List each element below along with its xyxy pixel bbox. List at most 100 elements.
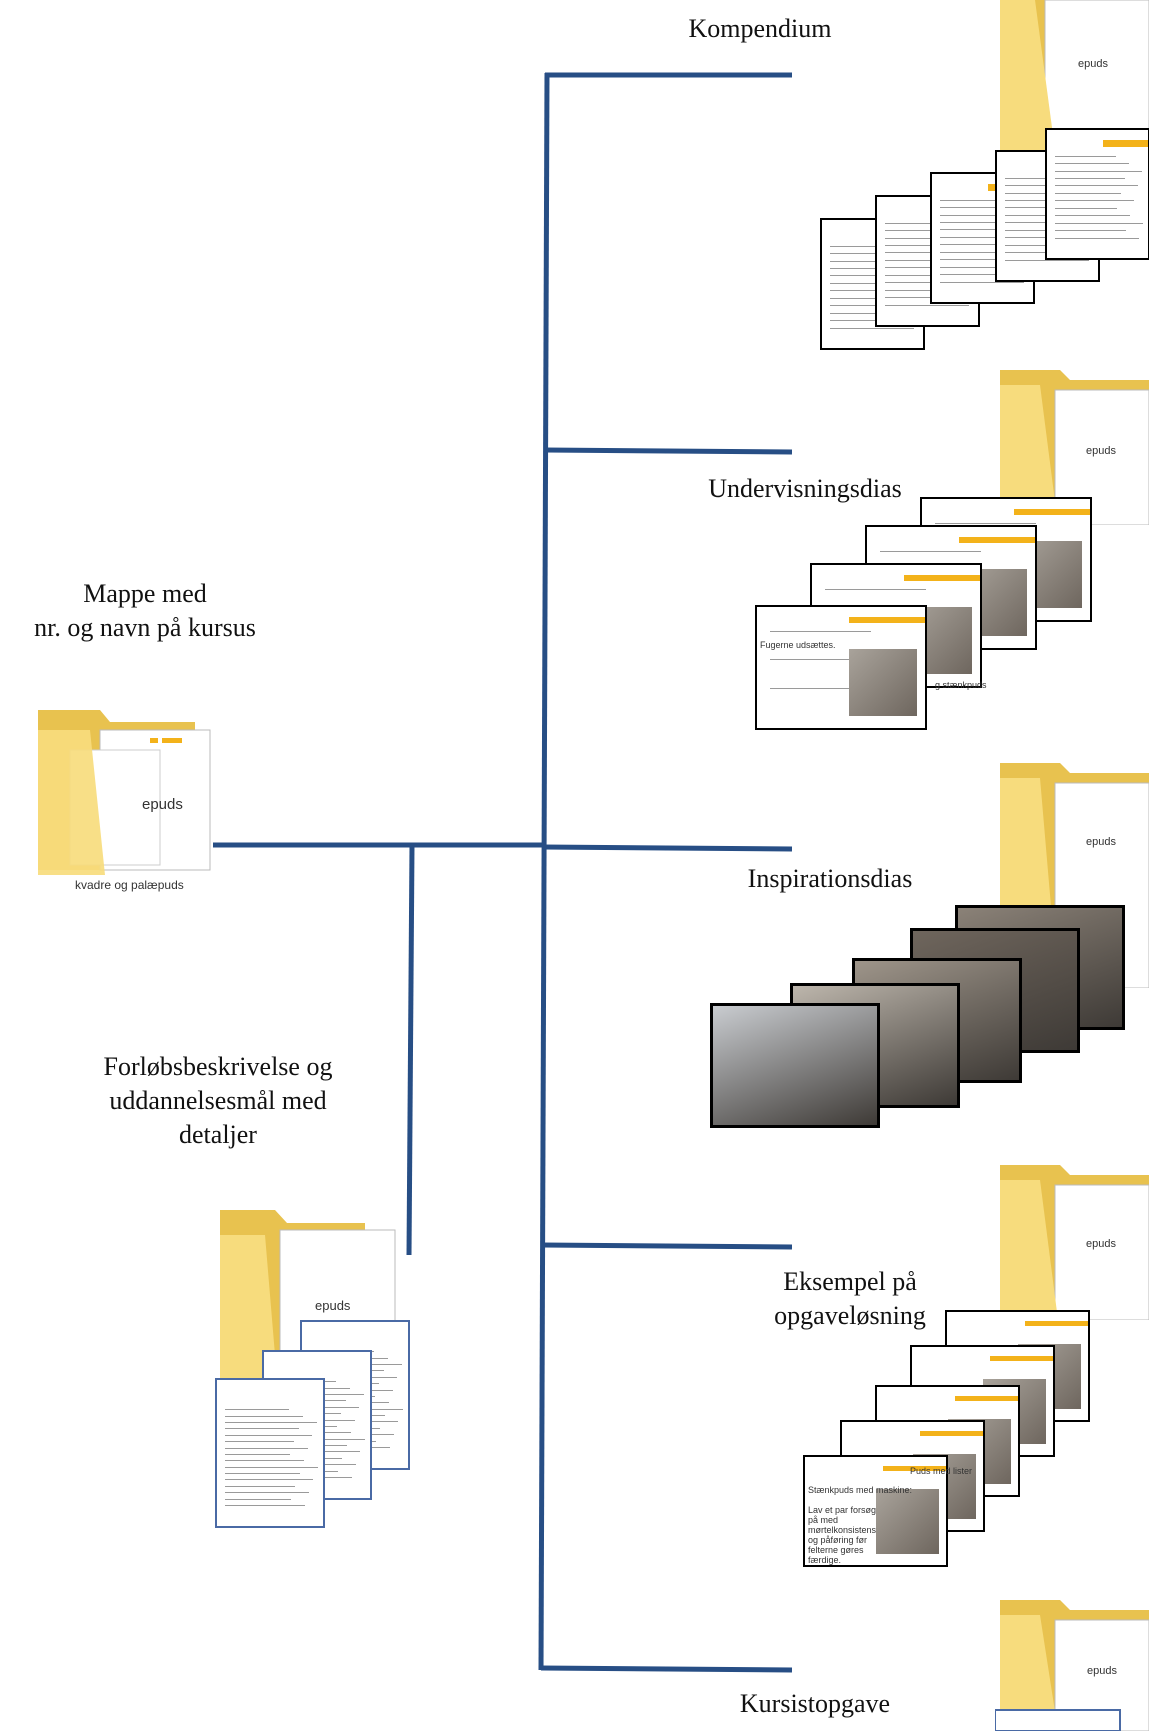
text-line bbox=[225, 1434, 313, 1436]
text-line bbox=[830, 327, 914, 329]
branch-label-line: opgaveløsning bbox=[774, 1301, 926, 1330]
text-line bbox=[225, 1492, 310, 1494]
folder-tab-text: epuds bbox=[1087, 1665, 1117, 1677]
photo-thumbnail bbox=[875, 1489, 939, 1555]
header-bar bbox=[882, 1465, 946, 1472]
text-line bbox=[885, 282, 960, 284]
description-connector bbox=[406, 844, 415, 1256]
branch-label-line: Kompendium bbox=[688, 14, 832, 43]
text-line bbox=[940, 274, 1011, 276]
folder-tab-text: epuds bbox=[142, 796, 183, 813]
text-line bbox=[225, 1460, 304, 1462]
text-line bbox=[1005, 185, 1079, 187]
text-line bbox=[225, 1498, 292, 1500]
text-line bbox=[225, 1485, 296, 1487]
branch-inspirationsdias bbox=[542, 844, 793, 852]
text-line bbox=[1005, 259, 1089, 261]
header-bar bbox=[1024, 1320, 1088, 1327]
folder-icon bbox=[38, 710, 211, 875]
undervisningsdias-folder-icon[interactable]: epuds bbox=[1000, 365, 1149, 526]
folder-tab-text: epuds bbox=[1078, 58, 1108, 70]
slide-body-text: Lav et par forsøg på med mørtelkonsisten… bbox=[808, 1505, 877, 1565]
text-line bbox=[885, 252, 968, 254]
text-line bbox=[1055, 207, 1117, 209]
folder-tab-text: epuds bbox=[315, 1298, 351, 1313]
text-line bbox=[770, 687, 915, 689]
text-line bbox=[940, 266, 1028, 268]
text-line bbox=[1005, 229, 1067, 231]
text-line bbox=[940, 207, 1014, 209]
description-label-line: uddannelsesmål med bbox=[109, 1086, 327, 1115]
branch-label-kursistopgave: Kursistopgave bbox=[700, 1687, 930, 1721]
text-line bbox=[1055, 163, 1129, 165]
folder-icon bbox=[1000, 370, 1149, 526]
text-line bbox=[770, 631, 872, 633]
text-line bbox=[940, 222, 1010, 223]
text-line bbox=[830, 320, 901, 322]
text-line bbox=[830, 268, 900, 269]
header-bar bbox=[989, 1355, 1053, 1362]
text-line bbox=[885, 304, 969, 306]
header-bar bbox=[1102, 140, 1148, 147]
text-line bbox=[885, 297, 956, 299]
text-line bbox=[1055, 230, 1126, 232]
text-line bbox=[830, 297, 892, 299]
root-label-line: Mappe med bbox=[83, 579, 207, 608]
text-line bbox=[1055, 170, 1142, 172]
text-line bbox=[830, 253, 904, 255]
text-line bbox=[885, 222, 946, 224]
kompendium-folder-icon[interactable]: epuds bbox=[1000, 0, 1149, 151]
text-line bbox=[830, 312, 918, 314]
eksempel-folder-icon[interactable]: epuds bbox=[1000, 1160, 1149, 1321]
text-line bbox=[885, 289, 973, 291]
text-line bbox=[1055, 192, 1121, 194]
folder-icon bbox=[1000, 1165, 1149, 1321]
header-bar bbox=[849, 616, 925, 623]
header-bar bbox=[1014, 508, 1090, 515]
course-folder-icon[interactable]: epuds kvadre og palæpuds bbox=[30, 700, 215, 900]
text-line bbox=[885, 259, 951, 261]
text-line bbox=[1055, 178, 1125, 179]
branch-label-undervisningsdias: Undervisningsdias bbox=[680, 472, 930, 506]
text-line bbox=[1005, 252, 1076, 254]
text-line bbox=[885, 230, 959, 232]
branch-label-line: Undervisningsdias bbox=[708, 474, 902, 503]
text-line bbox=[225, 1409, 290, 1411]
branch-label-inspirationsdias: Inspirationsdias bbox=[710, 862, 950, 896]
slide-caption: Stænkpuds med maskine: bbox=[808, 1485, 913, 1495]
text-line bbox=[1005, 200, 1075, 201]
text-line bbox=[830, 282, 896, 284]
text-line bbox=[830, 305, 905, 307]
text-line bbox=[225, 1441, 295, 1443]
text-line bbox=[225, 1473, 300, 1475]
text-line bbox=[825, 589, 927, 591]
folder-icon bbox=[994, 1600, 1149, 1732]
text-line bbox=[940, 236, 1006, 238]
header-bar bbox=[954, 1395, 1018, 1402]
header-bar bbox=[904, 574, 980, 581]
text-line bbox=[885, 274, 947, 276]
folder-icon bbox=[1000, 0, 1149, 151]
kursistopgave-folder-icon[interactable]: epuds bbox=[994, 1595, 1149, 1732]
text-line bbox=[1055, 155, 1116, 157]
text-line bbox=[1005, 222, 1084, 224]
slide-caption: g stænkpuds bbox=[935, 680, 987, 690]
branch-label-line: Kursistopgave bbox=[739, 1689, 891, 1718]
slide-caption: Puds med lister bbox=[910, 1466, 973, 1476]
inspiration-photo-thumbnail bbox=[710, 1003, 880, 1128]
example-slide-thumbnail bbox=[803, 1455, 948, 1567]
text-line bbox=[225, 1505, 305, 1506]
branch-kursistopgave bbox=[540, 1665, 793, 1673]
text-line bbox=[225, 1466, 318, 1468]
branch-label-line: Inspirationsdias bbox=[747, 864, 913, 893]
text-line bbox=[1055, 185, 1138, 187]
branch-label-eksempel: Eksempel på opgaveløsning bbox=[745, 1265, 955, 1333]
main-trunk bbox=[538, 72, 550, 1671]
folder-tab-text: epuds bbox=[1086, 445, 1116, 457]
header-bar bbox=[919, 1430, 983, 1437]
text-line bbox=[940, 229, 1023, 231]
text-line bbox=[940, 281, 1024, 283]
text-line bbox=[1055, 215, 1130, 217]
text-line bbox=[225, 1421, 317, 1423]
